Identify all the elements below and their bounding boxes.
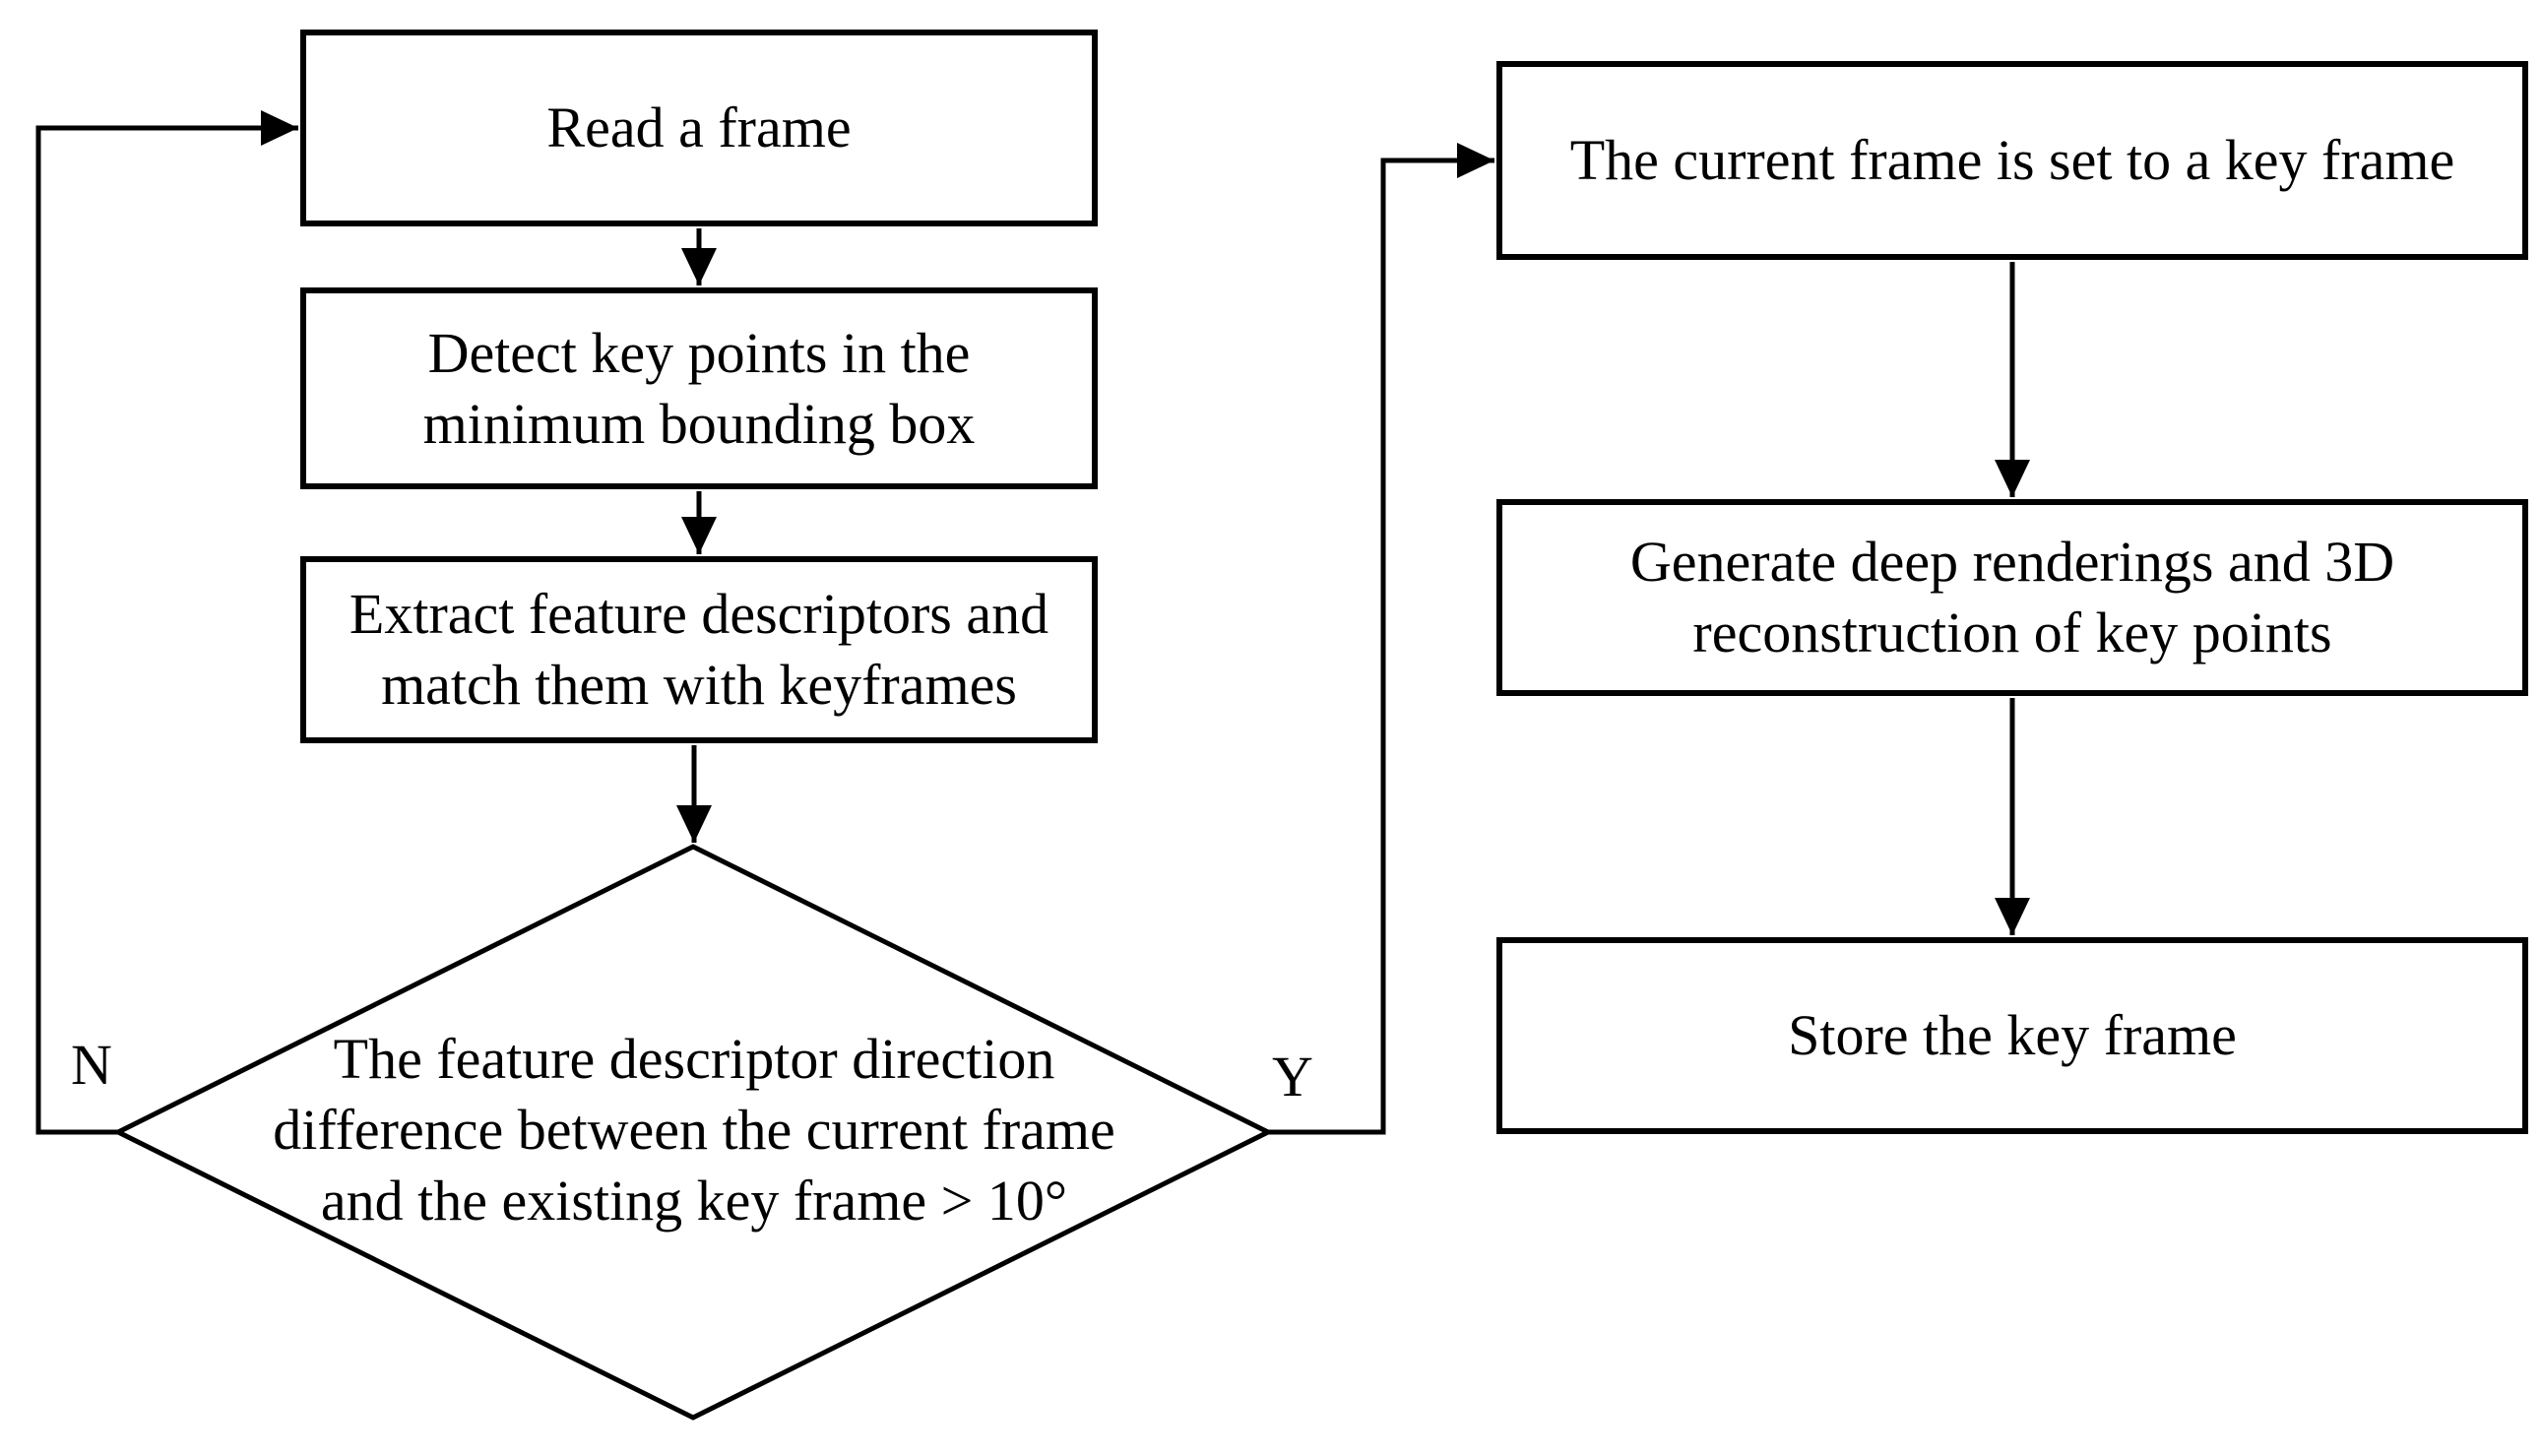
edge-label-yes: Y xyxy=(1272,1045,1313,1108)
node-set-key-frame: The current frame is set to a key frame xyxy=(1496,61,2528,260)
edge-label-no: N xyxy=(71,1033,112,1097)
node-store-key-frame-label: Store the key frame xyxy=(1788,1003,2237,1067)
edge-no-loopback-arrow xyxy=(35,110,298,1135)
node-store-key-frame: Store the key frame xyxy=(1496,937,2528,1134)
node-set-key-frame-label: The current frame is set to a key frame xyxy=(1569,128,2455,192)
node-read-frame: Read a frame xyxy=(300,30,1098,226)
node-read-frame-label: Read a frame xyxy=(546,95,852,159)
decision-diamond-shape xyxy=(112,844,1274,1421)
edge-yes-to-set-keyframe-arrow xyxy=(1266,143,1494,1135)
